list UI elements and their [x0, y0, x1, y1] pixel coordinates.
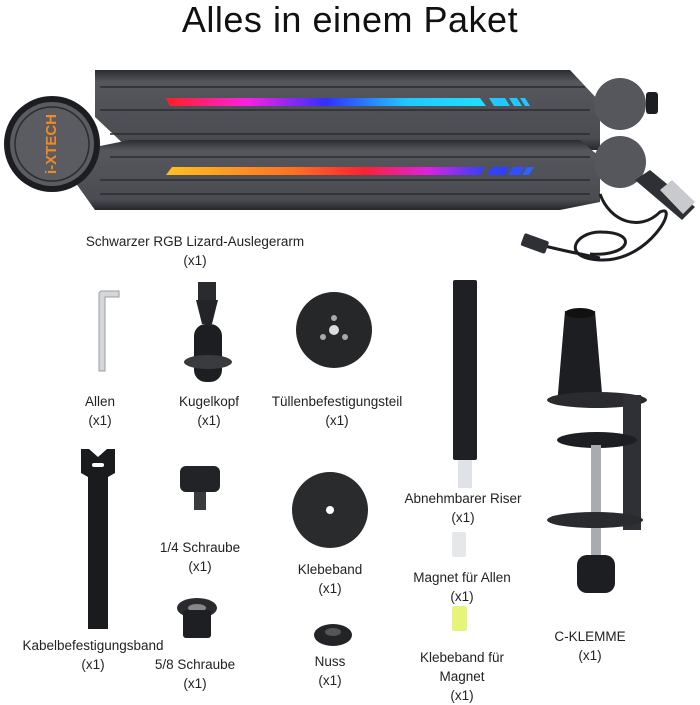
boom-arm-image: i-XTECH	[0, 62, 700, 262]
five-eighths-screw-image	[175, 596, 220, 646]
item-name-line2: Magnet	[439, 669, 485, 684]
item-qty: (x1)	[451, 510, 475, 525]
item-name: 1/4 Schraube	[159, 540, 241, 555]
item-name: Magnet für Allen	[413, 570, 511, 585]
item-qty: (x1)	[318, 581, 342, 596]
item-c-clamp: C-KLEMME (x1)	[540, 627, 640, 665]
brand-logo-text: i-XTECH	[43, 114, 60, 174]
item-grommet-mount: Tüllenbefestigungsteil (x1)	[252, 392, 422, 430]
item-magnet: Magnet für Allen (x1)	[392, 568, 532, 606]
item-name: Klebeband für	[419, 650, 505, 665]
item-qty: (x1)	[450, 589, 474, 604]
item-qty: (x1)	[325, 413, 349, 428]
item-riser: Abnehmbarer Riser (x1)	[388, 489, 538, 527]
c-clamp-image	[545, 305, 665, 605]
ball-head-image	[178, 282, 238, 382]
page-title: Alles in einem Paket	[181, 0, 519, 40]
item-name: Abnehmbarer Riser	[404, 491, 522, 506]
item-boom-arm: Schwarzer RGB Lizard-Auslegerarm (x1)	[55, 232, 335, 270]
item-name: Kabelbefestigungsband	[22, 638, 164, 653]
item-qty: (x1)	[81, 657, 105, 672]
item-name: Schwarzer RGB Lizard-Auslegerarm	[85, 234, 305, 249]
item-qty: (x1)	[578, 648, 602, 663]
item-qty: (x1)	[188, 559, 212, 574]
item-name: 5/8 Schraube	[154, 657, 236, 672]
item-name: Nuss	[314, 654, 346, 669]
allen-key-image	[85, 287, 125, 377]
item-name: Klebeband	[297, 562, 363, 577]
item-name: C-KLEMME	[554, 629, 626, 644]
item-ball-head: Kugelkopf (x1)	[164, 392, 254, 430]
nut-image	[312, 620, 354, 650]
item-nut: Nuss (x1)	[290, 652, 370, 690]
item-cable-strap: Kabelbefestigungsband (x1)	[8, 636, 178, 674]
item-qty: (x1)	[450, 688, 474, 703]
item-five-eighths-screw: 5/8 Schraube (x1)	[145, 655, 245, 693]
item-qty: (x1)	[197, 413, 221, 428]
cable-strap-image	[78, 447, 118, 632]
item-allen: Allen (x1)	[70, 392, 130, 430]
magnet-tape-image	[452, 606, 467, 631]
riser-image	[450, 280, 480, 490]
grommet-mount-image	[294, 290, 374, 370]
adhesive-pad-image	[290, 470, 370, 550]
item-magnet-tape: Klebeband für Magnet (x1)	[392, 648, 532, 705]
item-adhesive-pad: Klebeband (x1)	[280, 560, 380, 598]
item-qty: (x1)	[183, 253, 207, 268]
magnet-image	[452, 532, 466, 557]
item-name: Allen	[84, 394, 116, 409]
item-name: Kugelkopf	[178, 394, 240, 409]
item-qty: (x1)	[88, 413, 112, 428]
quarter-inch-screw-image	[175, 462, 225, 522]
item-qty: (x1)	[183, 676, 207, 691]
item-quarter-inch-screw: 1/4 Schraube (x1)	[150, 538, 250, 576]
item-qty: (x1)	[318, 673, 342, 688]
item-name: Tüllenbefestigungsteil	[271, 394, 403, 409]
